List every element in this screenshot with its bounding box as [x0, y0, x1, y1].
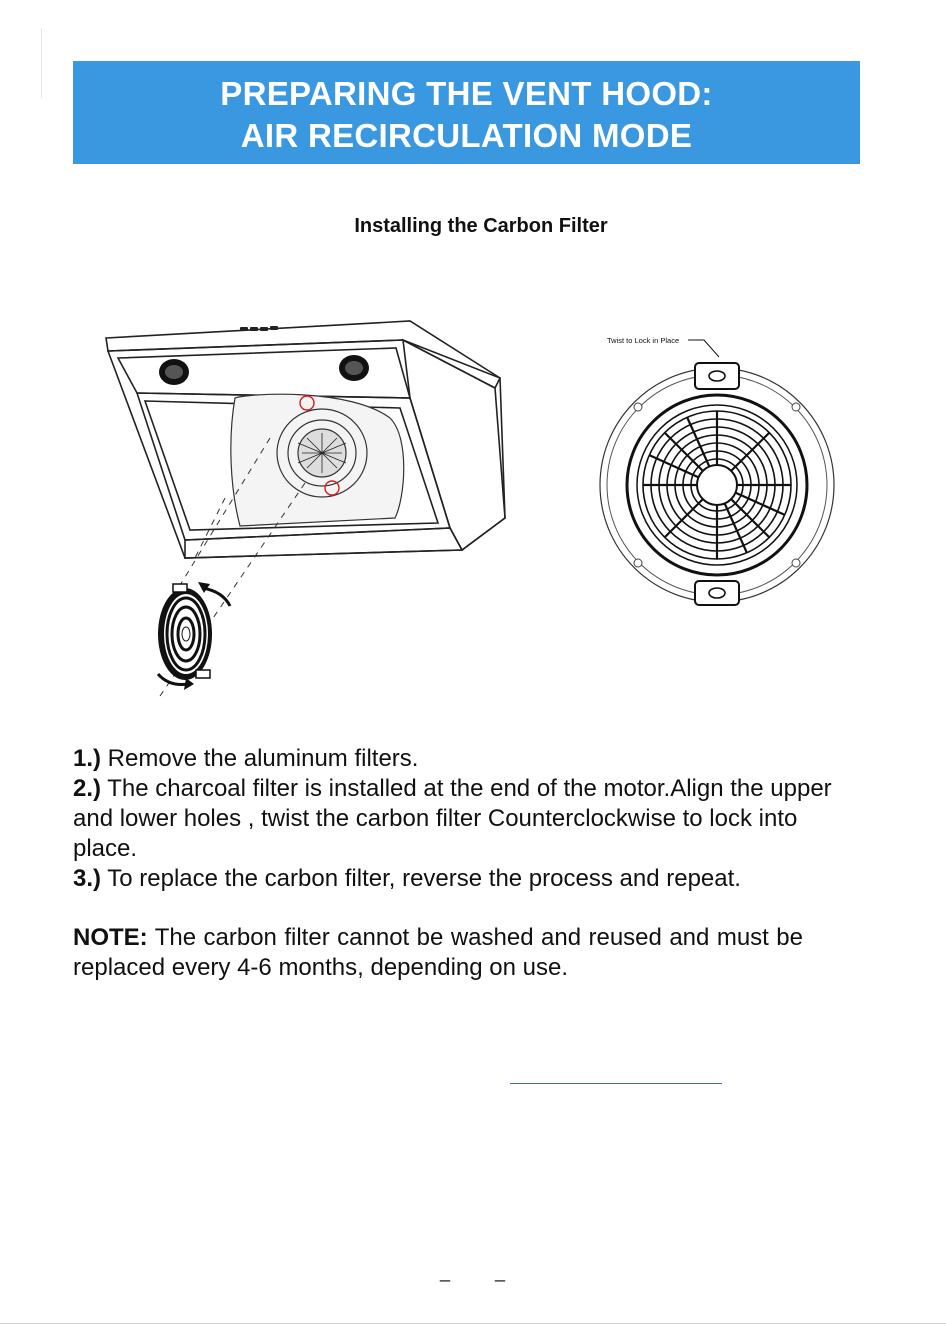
page-title-line1: PREPARING THE VENT HOOD: [220, 75, 713, 112]
page-number: _ _ [440, 1262, 526, 1282]
step-3: 3.) To replace the carbon filter, revers… [73, 864, 863, 894]
step-2: 2.) The charcoal filter is installed at … [73, 774, 863, 864]
carbon-filter-diagram: Twist to Lock in Place [599, 336, 835, 606]
hood-illustration [105, 320, 506, 697]
twist-callout-label: Twist to Lock in Place [607, 336, 679, 345]
link-underline [510, 1083, 722, 1084]
page-title-line2: AIR RECIRCULATION MODE [240, 117, 693, 154]
scan-edge-line [41, 28, 42, 98]
title-banner: PREPARING THE VENT HOOD: AIR RECIRCULATI… [73, 61, 860, 164]
note-label: NOTE: [73, 924, 148, 951]
step-number: 2.) [73, 775, 102, 802]
note-paragraph: NOTE: The carbon filter cannot be washed… [73, 923, 803, 983]
step-text: Remove the aluminum filters. [101, 745, 419, 772]
note-text: The carbon filter cannot be washed and r… [73, 924, 803, 981]
step-1: 1.) Remove the aluminum filters. [73, 744, 863, 774]
step-number: 1.) [73, 745, 102, 772]
section-title: Installing the Carbon Filter [354, 215, 608, 237]
step-text: To replace the carbon filter, reverse th… [101, 865, 741, 892]
instruction-steps: 1.) Remove the aluminum filters. 2.) The… [73, 744, 863, 894]
step-text: The charcoal filter is installed at the … [73, 775, 832, 862]
step-number: 3.) [73, 865, 102, 892]
